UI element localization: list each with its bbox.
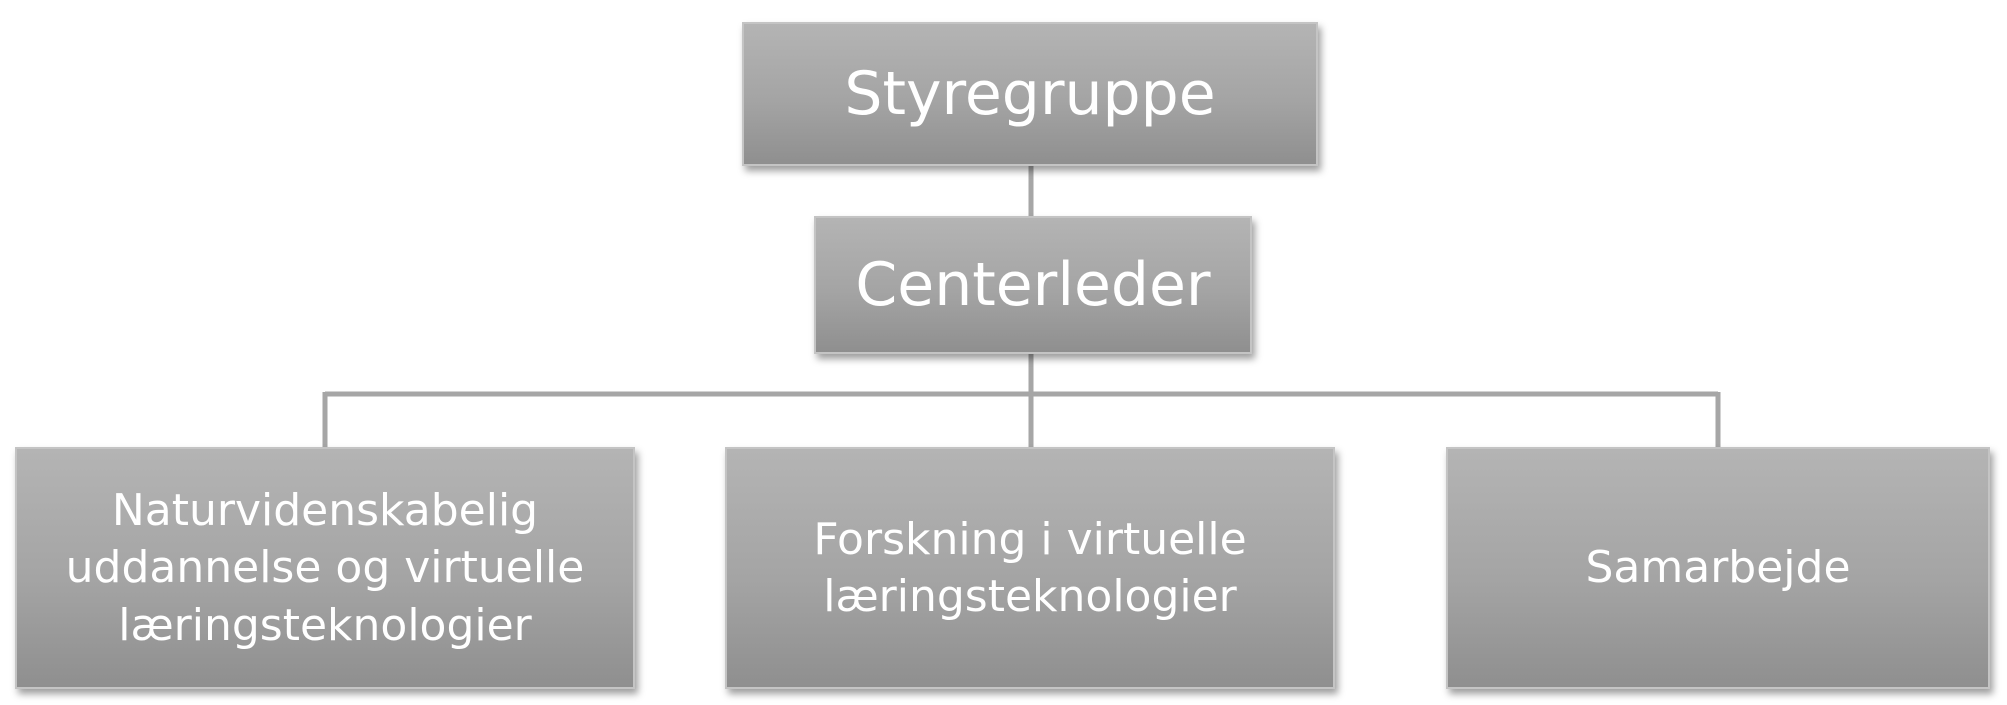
org-node-label: Samarbejde	[1585, 542, 1851, 594]
org-node-forskning: Forskning i virtuelle læringsteknologier	[725, 447, 1335, 689]
org-node-label: Styregruppe	[844, 59, 1216, 129]
org-node-label: Naturvidenskabelig uddannelse og virtuel…	[65, 485, 585, 651]
org-node-samarbejde: Samarbejde	[1446, 447, 1990, 689]
org-node-styregruppe: Styregruppe	[742, 22, 1318, 166]
org-node-label: Forskning i virtuelle læringsteknologier	[813, 513, 1247, 622]
org-node-label: Centerleder	[855, 250, 1211, 320]
org-node-centerleder: Centerleder	[814, 216, 1252, 354]
org-node-naturvidenskabelig-uddannelse: Naturvidenskabelig uddannelse og virtuel…	[15, 447, 635, 689]
